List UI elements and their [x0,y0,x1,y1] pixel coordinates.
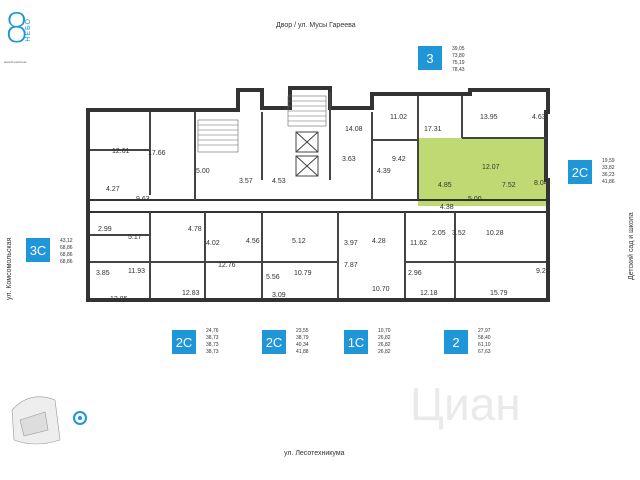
room-area: 9.42 [392,156,406,163]
room-area: 14.08 [345,126,363,133]
room-area: 17.31 [424,126,442,133]
room-area: 5.56 [266,274,280,281]
room-area: 4.56 [246,238,260,245]
room-area: 12.07 [482,164,500,171]
room-area: 3.97 [344,240,358,247]
watermark-text: Циан [410,378,521,430]
room-area: 5.00 [468,196,482,203]
room-area: 5.00 [196,168,210,175]
room-area: 5.12 [292,238,306,245]
logo-mark: 8 [4,6,30,52]
site-marker [73,411,87,425]
room-area: 10.79 [294,270,312,277]
room-area: 4.39 [377,168,391,175]
room-area: 2.96 [408,270,422,277]
room-area: 4.85 [438,182,452,189]
unit-badge-3: 3 [418,46,442,70]
room-area: 9.63 [136,196,150,203]
room-area: 3.57 [239,178,253,185]
room-area: 8.04 [534,180,548,187]
room-area: 13.95 [480,114,498,121]
room-area: 12.83 [182,290,200,297]
highlighted-apartment [418,138,546,206]
room-area: 11.62 [410,240,427,247]
room-area: 4.63 [532,114,546,121]
room-area: 3.09 [272,292,286,299]
room-area: 9.29 [536,268,550,275]
room-area: 12.85 [110,296,128,303]
room-area: 12.76 [218,262,236,269]
room-area: 12.18 [420,290,438,297]
room-area: 4.38 [440,204,454,211]
room-area: 10.28 [486,230,504,237]
room-area: 4.27 [106,186,120,193]
room-area: 7.52 [502,182,516,189]
unit-badge-1c: 1C [344,330,368,354]
room-area: 10.70 [372,286,390,293]
room-area: 17.66 [148,150,166,157]
room-area: 4.02 [206,240,220,247]
unit-badge-3c: 3C [26,238,50,262]
unit-badge-2c-b: 2C [262,330,286,354]
room-area: 4.53 [272,178,286,185]
logo-tagline: жилой комплекс [4,60,27,64]
street-south: ул. Лесотехникума [284,450,345,457]
room-area: 11.93 [128,268,145,275]
room-area: 3.52 [452,230,466,237]
room-area: 5.17 [128,234,142,241]
room-area: 2.05 [432,230,446,237]
room-area: 2.99 [98,226,112,233]
unit-badge-2c-a: 2C [172,330,196,354]
room-area: 7.87 [344,262,358,269]
unit-badge-2c-east: 2C [568,160,592,184]
room-area: 11.02 [390,114,407,121]
room-area: 3.63 [342,156,356,163]
room-area: 4.78 [188,226,202,233]
room-area: 4.28 [372,238,386,245]
room-area: 15.79 [490,290,508,297]
room-area: 12.61 [112,148,130,155]
room-area: 3.85 [96,270,110,277]
unit-badge-2: 2 [444,330,468,354]
street-north: Двор / ул. Мусы Гареева [276,22,356,29]
